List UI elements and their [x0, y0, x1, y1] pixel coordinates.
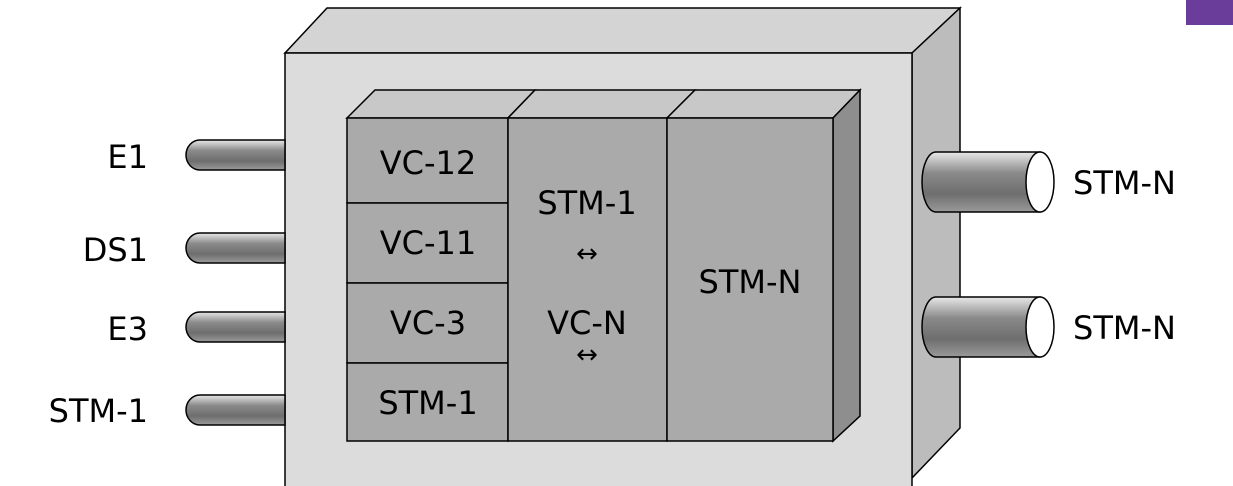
tributary-label: STM-1 [378, 384, 477, 422]
input-pin-stm1 [185, 394, 286, 426]
inner-top-aggregate [665, 89, 862, 119]
input-label-e1: E1 [107, 138, 148, 176]
inner-top-tributaries [345, 89, 537, 119]
inner-top-mapping [506, 89, 697, 119]
input-pin-e1 [185, 139, 286, 171]
tributary-label: VC-12 [380, 144, 477, 182]
mapping-arrow-1: ↔ [576, 239, 598, 269]
output-cylinder-2 [921, 296, 1055, 358]
inner-side-face [832, 88, 861, 443]
mapping-label-vcn: VC-N [547, 304, 627, 342]
output-cylinder-1 [921, 151, 1055, 213]
mapping-label-stm1: STM-1 [537, 184, 636, 222]
input-label-ds1: DS1 [83, 231, 148, 269]
tributary-cell-1 [346, 117, 509, 204]
aggregate-label: STM-N [699, 263, 802, 301]
box-top-face [283, 7, 962, 54]
input-label-stm1: STM-1 [49, 392, 148, 430]
mapping-arrow-2: ↔ [576, 340, 598, 370]
mapping-column [507, 117, 668, 442]
input-pin-e3 [185, 311, 286, 343]
output-label-2: STM-N [1073, 309, 1176, 347]
input-pin-ds1 [185, 232, 286, 264]
tributary-cell-4 [346, 362, 509, 442]
tributary-label: VC-3 [390, 304, 466, 342]
tributary-cell-3 [346, 282, 509, 364]
aggregate-column [666, 117, 834, 442]
input-label-e3: E3 [107, 310, 148, 348]
corner-accent [1186, 0, 1233, 25]
box-side-face [911, 6, 961, 480]
tributary-label: VC-11 [380, 224, 477, 262]
output-label-1: STM-N [1073, 164, 1176, 202]
